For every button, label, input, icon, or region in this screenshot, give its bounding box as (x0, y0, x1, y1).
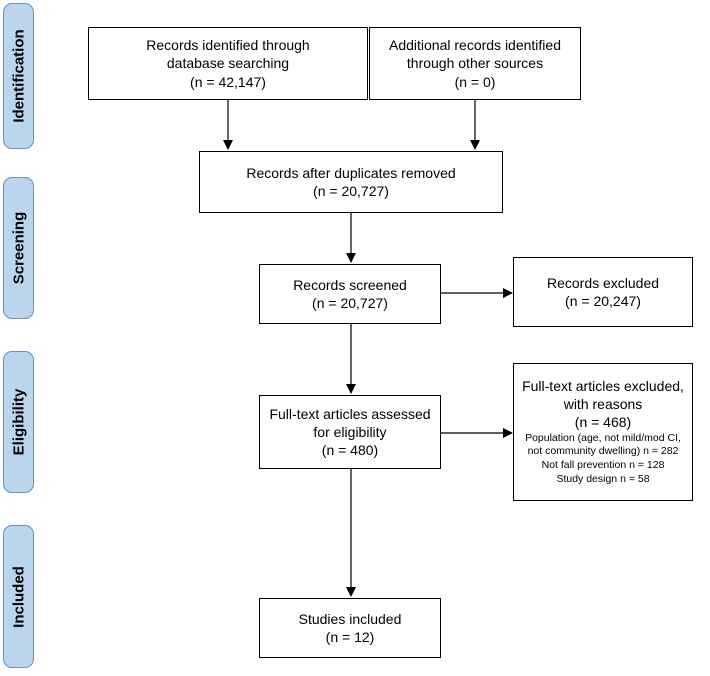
phase-identification: Identification (3, 3, 34, 149)
ftexcluded-reason: Study design n = 58 (556, 473, 650, 486)
box-after-duplicates: Records after duplicates removed (n = 20… (199, 151, 503, 213)
dedup-line1: Records after duplicates removed (246, 164, 456, 181)
ftexcluded-reason: Population (age, not mild/mod CI, (525, 431, 681, 444)
included-count: (n = 12) (325, 629, 375, 645)
box-records-screened: Records screened (n = 20,727) (259, 264, 441, 324)
excluded-count: (n = 20,247) (565, 293, 641, 309)
fulltext-line2: for eligibility (313, 423, 387, 440)
database-line1: Records identified through (146, 37, 310, 54)
excluded-line1: Records excluded (546, 274, 660, 291)
ftexcluded-line1: Full-text articles excluded, (522, 378, 684, 394)
ftexcluded-reason: not community dwelling) n = 282 (527, 445, 679, 458)
box-fulltext-assessed: Full-text articles assessed for eligibil… (259, 395, 441, 469)
box-studies-included: Studies included (n = 12) (259, 598, 441, 658)
ftexcluded-count: (n = 468) (574, 414, 632, 431)
screened-line1: Records screened (293, 276, 407, 293)
database-count: (n = 42,147) (190, 73, 266, 90)
fulltext-count: (n = 480) (321, 442, 379, 459)
dedup-count: (n = 20,727) (313, 183, 389, 199)
box-other-sources: Additional records identified through ot… (369, 27, 581, 100)
included-line1: Studies included (298, 610, 402, 627)
other-line1: Additional records identified (389, 37, 561, 54)
screened-count: (n = 20,727) (312, 295, 388, 311)
box-database-records: Records identified through database sear… (88, 27, 368, 100)
phase-screening: Screening (3, 177, 34, 319)
box-records-excluded: Records excluded (n = 20,247) (513, 257, 693, 327)
ftexcluded-reason: Not fall prevention n = 128 (541, 459, 665, 472)
other-line2: through other sources (406, 55, 544, 72)
database-line2: database searching (166, 55, 290, 72)
phase-eligibility: Eligibility (3, 351, 34, 493)
other-count: (n = 0) (454, 73, 496, 90)
fulltext-line1: Full-text articles assessed (269, 405, 431, 422)
ftexcluded-line2: with reasons (563, 396, 643, 413)
phase-included: Included (3, 525, 34, 668)
box-fulltext-excluded: Full-text articles excluded, with reason… (513, 363, 693, 501)
